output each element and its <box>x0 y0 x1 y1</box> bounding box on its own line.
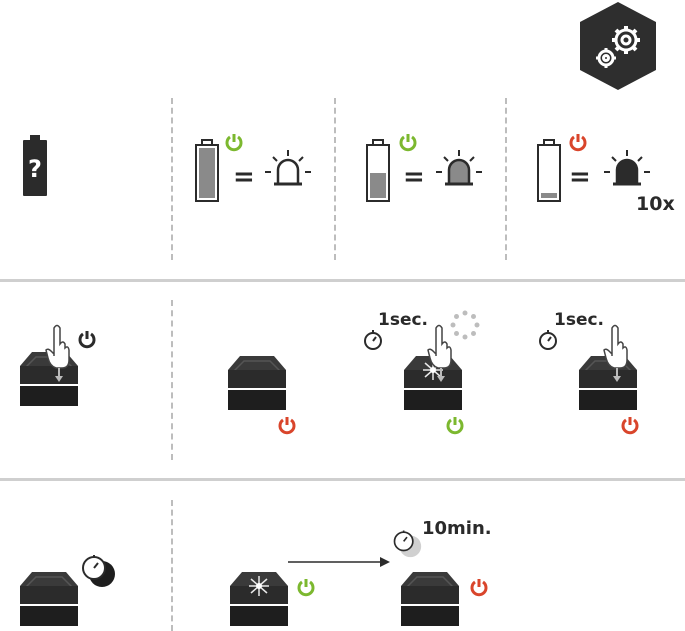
power-icon <box>78 331 96 349</box>
equals-sign: = <box>403 162 425 192</box>
beacon-light-dim-icon <box>436 150 482 186</box>
gears-icon <box>596 26 640 68</box>
power-on-icon <box>399 134 417 152</box>
power-off-icon <box>569 134 587 152</box>
battery-unknown-icon: ? <box>23 135 47 196</box>
device-hex-icon <box>20 572 78 626</box>
svg-text:?: ? <box>28 155 42 183</box>
row-separator-1 <box>0 279 685 282</box>
power-on-icon <box>446 417 464 435</box>
power-on-icon <box>225 134 243 152</box>
beacon-light-flashing-icon <box>604 150 650 186</box>
divider-row1-c <box>505 98 507 260</box>
settings-badge <box>580 2 656 90</box>
divider-row1-b <box>334 98 336 260</box>
stopwatch-moon-icon <box>393 530 422 558</box>
device-hex-lit-icon <box>230 572 288 626</box>
divider-row3 <box>171 500 173 631</box>
repeat-count-label: 10x <box>636 193 675 215</box>
press-hand-icon <box>45 324 70 382</box>
power-off-icon <box>470 579 488 597</box>
row-separator-2 <box>0 478 685 481</box>
stopwatch-icon <box>364 330 382 350</box>
divider-row1-a <box>171 98 173 260</box>
power-off-icon <box>621 417 639 435</box>
stopwatch-moon-icon <box>82 555 115 587</box>
device-hex-icon <box>401 572 459 626</box>
battery-low-icon <box>537 139 561 202</box>
loading-spinner-icon <box>450 310 480 340</box>
beacon-light-icon <box>265 150 311 186</box>
hold-time-label: 1sec. <box>554 310 605 330</box>
battery-full-icon <box>195 139 219 202</box>
hold-time-label: 1sec. <box>378 310 429 330</box>
arrow-right-icon <box>288 557 390 567</box>
stopwatch-icon <box>539 330 557 350</box>
power-off-icon <box>278 417 296 435</box>
divider-row2 <box>171 300 173 460</box>
equals-sign: = <box>569 162 591 192</box>
press-hand-icon <box>427 324 452 382</box>
device-hex-icon <box>228 356 286 410</box>
battery-half-icon <box>366 139 390 202</box>
equals-sign: = <box>233 162 255 192</box>
timeout-label: 10min. <box>422 518 492 539</box>
power-on-icon <box>297 579 315 597</box>
press-hand-icon <box>603 324 628 382</box>
